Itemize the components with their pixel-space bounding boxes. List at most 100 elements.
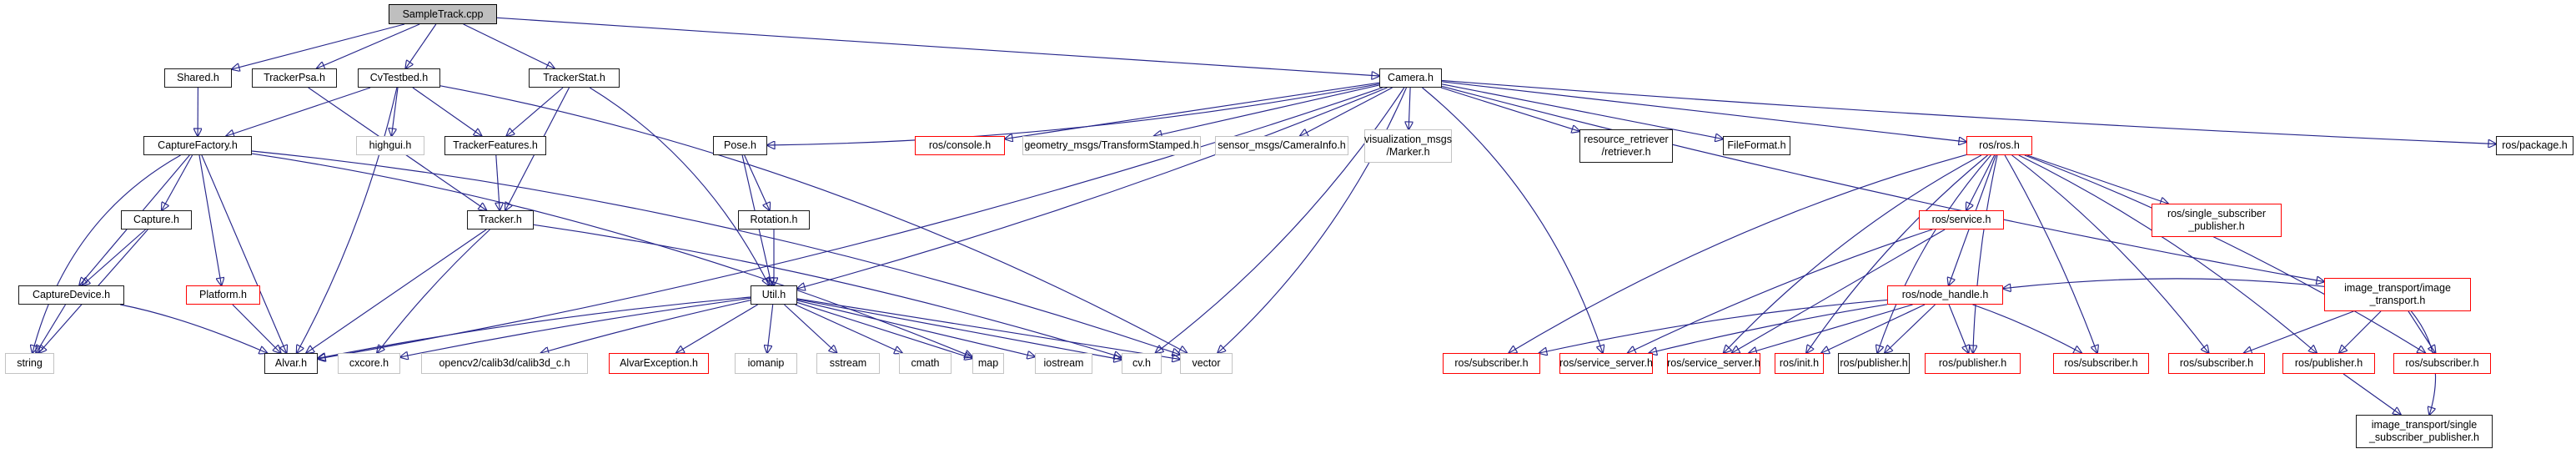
edge-rosros-rospub2 xyxy=(1973,154,1998,353)
graph-node-sampletrack[interactable]: SampleTrack.cpp xyxy=(389,4,497,24)
edge-cvtestbed-vector xyxy=(439,85,1187,353)
graph-node-cvh[interactable]: cv.h xyxy=(1122,353,1162,374)
edge-platform-alvar xyxy=(232,304,281,353)
graph-node-alvarexception[interactable]: AlvarException.h xyxy=(609,353,709,374)
graph-node-vector[interactable]: vector xyxy=(1180,353,1233,374)
graph-node-rosconsole[interactable]: ros/console.h xyxy=(915,136,1005,155)
edge-rosnodehandle-rosinit xyxy=(1821,304,1926,353)
graph-node-rosssp[interactable]: ros/single_subscriber _publisher.h xyxy=(2152,204,2282,237)
graph-node-rossub2[interactable]: ros/subscriber.h xyxy=(2053,353,2149,374)
graph-node-capturedevice[interactable]: CaptureDevice.h xyxy=(18,285,124,305)
graph-node-iomanip[interactable]: iomanip xyxy=(735,353,797,374)
edge-camera-fileformat xyxy=(1441,83,1723,139)
edge-util-calib3d xyxy=(541,300,751,353)
graph-node-rospub3[interactable]: ros/publisher.h xyxy=(2282,353,2375,374)
graph-node-resretriever[interactable]: resource_retriever /retriever.h xyxy=(1579,129,1673,163)
edge-capturedevice-alvar xyxy=(120,304,267,353)
graph-node-tracker[interactable]: Tracker.h xyxy=(467,210,534,230)
graph-node-camera[interactable]: Camera.h xyxy=(1379,68,1442,88)
edge-sampletrack-camera xyxy=(496,17,1379,76)
graph-node-rosinit[interactable]: ros/init.h xyxy=(1775,353,1824,374)
graph-node-trackerstat[interactable]: TrackerStat.h xyxy=(529,68,620,88)
graph-node-rossub4[interactable]: ros/subscriber.h xyxy=(2393,353,2491,374)
graph-node-rotation[interactable]: Rotation.h xyxy=(738,210,810,230)
graph-node-platform[interactable]: Platform.h xyxy=(186,285,260,305)
edge-camera-rosros xyxy=(1441,81,1966,142)
edge-rosros-rosservsrv2 xyxy=(1724,154,1982,353)
graph-node-rossub1[interactable]: ros/subscriber.h xyxy=(1443,353,1540,374)
graph-node-rospackage[interactable]: ros/package.h xyxy=(2496,136,2573,155)
graph-node-imgtransport[interactable]: image_transport/image _transport.h xyxy=(2324,278,2471,311)
edge-imgtransport-rossub4 xyxy=(2408,310,2435,353)
graph-node-rosnodehandle[interactable]: ros/node_handle.h xyxy=(1887,285,2003,305)
edge-sampletrack-shared xyxy=(232,23,405,69)
edge-capturedevice-string xyxy=(36,304,66,353)
graph-node-capturefactory[interactable]: CaptureFactory.h xyxy=(143,136,252,155)
edge-rosros-rosinit xyxy=(1806,154,1988,353)
edge-rosros-rospub3 xyxy=(2018,154,2317,353)
graph-node-fileformat[interactable]: FileFormat.h xyxy=(1723,136,1790,155)
graph-node-shared[interactable]: Shared.h xyxy=(164,68,232,88)
graph-node-string[interactable]: string xyxy=(5,353,54,374)
graph-node-rosservsrv2[interactable]: ros/service_server.h xyxy=(1667,353,1760,374)
edge-camera-rosservsrv1 xyxy=(1422,87,1603,353)
graph-node-cvtestbed[interactable]: CvTestbed.h xyxy=(358,68,440,88)
graph-node-cmath[interactable]: cmath xyxy=(899,353,952,374)
edge-camera-pose xyxy=(767,83,1380,145)
graph-node-vismarker[interactable]: visualization_msgs /Marker.h xyxy=(1364,129,1452,163)
edge-sampletrack-trackerstat xyxy=(463,23,555,68)
edge-util-vector xyxy=(796,298,1180,360)
edge-camera-geometrymsgs xyxy=(1154,84,1380,136)
graph-node-sstream[interactable]: sstream xyxy=(816,353,880,374)
graph-node-geometrymsgs[interactable]: geometry_msgs/TransformStamped.h xyxy=(1022,136,1201,155)
edge-trackerstat-trackerfeatures xyxy=(506,87,564,136)
edge-camera-resretriever xyxy=(1440,87,1579,131)
edge-capturefactory-platform xyxy=(198,154,222,285)
edge-cvtestbed-highgui xyxy=(392,87,399,136)
graph-node-capture[interactable]: Capture.h xyxy=(121,210,192,230)
graph-node-rosros[interactable]: ros/ros.h xyxy=(1966,136,2032,155)
graph-node-iostream[interactable]: iostream xyxy=(1035,353,1092,374)
edge-capturefactory-capture xyxy=(162,154,193,210)
graph-node-rosservsrv1[interactable]: ros/service_server.h xyxy=(1559,353,1653,374)
edge-cvtestbed-capturefactory xyxy=(226,87,371,136)
edge-capturefactory-alvar xyxy=(201,154,287,353)
graph-node-rosservice[interactable]: ros/service.h xyxy=(1919,210,2004,230)
edge-rosros-rossub4 xyxy=(2024,154,2425,353)
graph-node-pose[interactable]: Pose.h xyxy=(713,136,767,155)
edge-rosservice-rosservsrv1 xyxy=(1628,229,1933,353)
edge-util-cmath xyxy=(795,304,902,353)
graph-node-map[interactable]: map xyxy=(972,353,1004,374)
edge-rosros-rossub1 xyxy=(1509,154,1967,353)
edge-camera-cvh xyxy=(1156,87,1405,353)
edge-cvtestbed-alvar xyxy=(297,87,398,353)
edge-util-sstream xyxy=(784,304,837,353)
edge-imgtransport-rosnodehandle xyxy=(2003,278,2325,289)
edge-rosros-rospub1 xyxy=(1877,154,1991,353)
edge-camera-util xyxy=(797,87,1388,289)
graph-node-sensormsgs[interactable]: sensor_msgs/CameraInfo.h xyxy=(1215,136,1348,155)
edge-rosros-rosservice xyxy=(1966,154,1996,210)
graph-node-rospub1[interactable]: ros/publisher.h xyxy=(1838,353,1910,374)
edge-capturefactory-vector xyxy=(251,150,1180,355)
edge-rosnodehandle-rosservsrv2 xyxy=(1749,304,1913,353)
edge-util-iostream xyxy=(796,300,1035,356)
graph-node-alvar[interactable]: Alvar.h xyxy=(264,353,318,374)
graph-node-highgui[interactable]: highgui.h xyxy=(356,136,424,155)
graph-node-rospub2[interactable]: ros/publisher.h xyxy=(1925,353,2021,374)
edge-capturefactory-map xyxy=(251,153,972,357)
graph-node-util[interactable]: Util.h xyxy=(751,285,797,305)
graph-node-itssp[interactable]: image_transport/single _subscriber_publi… xyxy=(2356,415,2493,448)
edge-rosnodehandle-rossub2 xyxy=(1972,304,2082,353)
graph-node-trackerpsa[interactable]: TrackerPsa.h xyxy=(252,68,337,88)
graph-node-calib3d[interactable]: opencv2/calib3d/calib3d_c.h xyxy=(421,353,588,374)
edge-capturefactory-string xyxy=(33,154,181,353)
edge-rosnodehandle-rospub1 xyxy=(1885,304,1936,353)
edge-imgtransport-rossub3 xyxy=(2244,310,2354,353)
graph-node-cxcore[interactable]: cxcore.h xyxy=(338,353,400,374)
graph-node-trackerfeatures[interactable]: TrackerFeatures.h xyxy=(444,136,546,155)
edge-tracker-cvh xyxy=(533,224,1122,357)
edge-trackerfeatures-tracker xyxy=(496,154,500,210)
edge-camera-imgtransport xyxy=(1441,85,2324,281)
graph-node-rossub3[interactable]: ros/subscriber.h xyxy=(2168,353,2265,374)
